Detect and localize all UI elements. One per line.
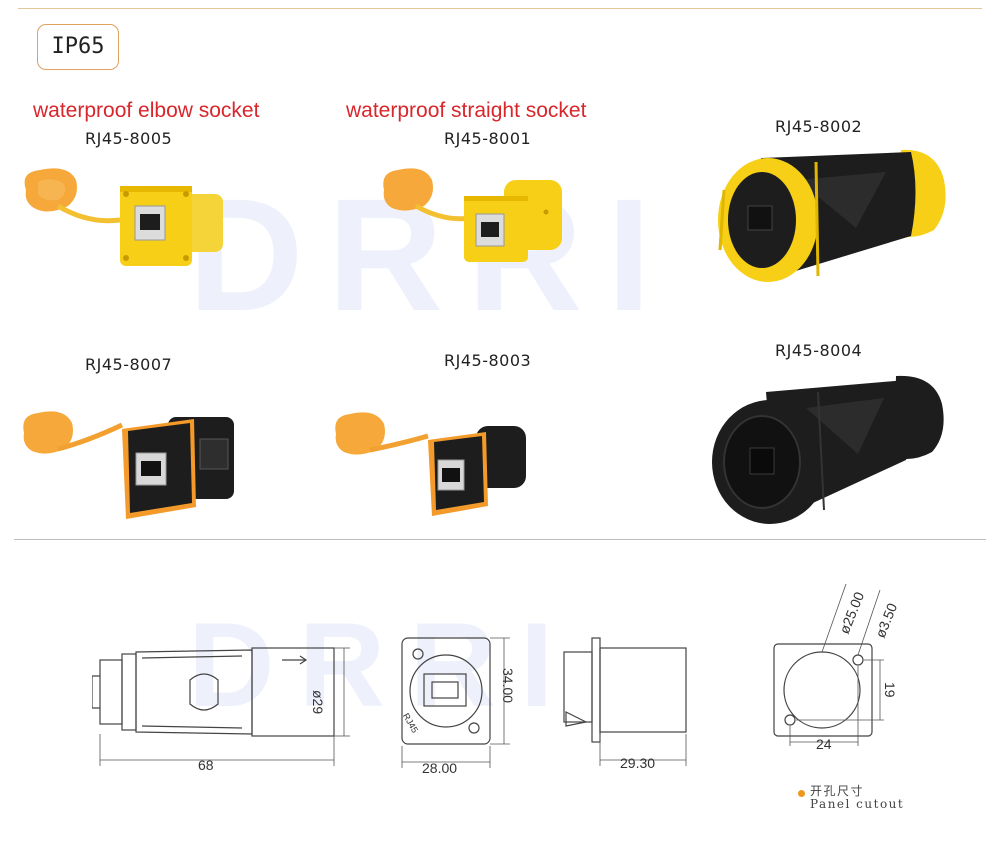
heading-straight-socket: waterproof straight socket bbox=[346, 99, 587, 122]
heading-elbow-socket: waterproof elbow socket bbox=[33, 99, 260, 122]
product-image-rj45-8007 bbox=[23, 411, 234, 519]
label-rj45-8002: RJ45-8002 bbox=[775, 117, 863, 136]
drawing-panel-cutout bbox=[773, 583, 884, 746]
dim-diameter: ø29 bbox=[310, 690, 326, 715]
label-rj45-8004: RJ45-8004 bbox=[775, 341, 863, 360]
drawing-profile-view bbox=[563, 637, 687, 766]
label-rj45-8003: RJ45-8003 bbox=[444, 351, 532, 370]
product-image-rj45-8002 bbox=[718, 149, 946, 282]
panel-cutout-note-en: Panel cutout bbox=[810, 797, 905, 811]
product-image-rj45-8001 bbox=[383, 168, 562, 262]
label-rj45-8005: RJ45-8005 bbox=[85, 129, 173, 148]
drawing-side-view bbox=[92, 647, 350, 766]
dim-hole-pitch-horizontal: 24 bbox=[816, 736, 832, 752]
dim-hole-pitch-vertical: 19 bbox=[882, 682, 898, 698]
drawing-front-view bbox=[401, 637, 510, 768]
panel-cutout-note-cn: 开孔尺寸 bbox=[810, 784, 865, 798]
ip65-badge: IP65 bbox=[37, 24, 119, 70]
watermark-bottom: DRRI bbox=[188, 598, 578, 732]
dim-body-length: 29.30 bbox=[620, 755, 656, 771]
product-image-rj45-8003 bbox=[335, 412, 526, 516]
label-rj45-8001: RJ45-8001 bbox=[444, 129, 532, 148]
label-rj45-8007: RJ45-8007 bbox=[85, 355, 173, 374]
dim-flange-width: 28.00 bbox=[422, 760, 458, 776]
product-image-rj45-8005 bbox=[24, 168, 223, 266]
product-image-rj45-8004 bbox=[712, 375, 944, 524]
top-divider bbox=[18, 8, 982, 9]
bullet-icon bbox=[798, 790, 805, 797]
middle-divider bbox=[14, 539, 986, 540]
dim-flange-height: 34.00 bbox=[500, 668, 516, 704]
dim-length: 68 bbox=[198, 757, 214, 773]
